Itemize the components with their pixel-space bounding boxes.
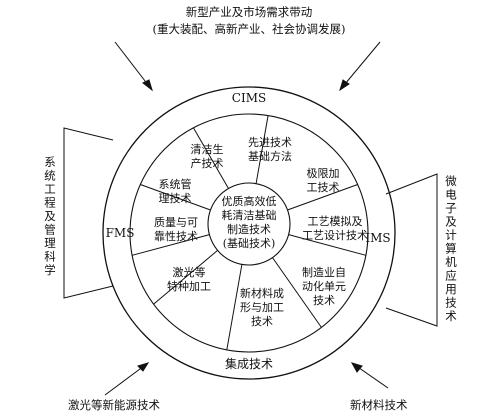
center-line-2: 耗清洁基础 (222, 209, 277, 222)
segment-limit-line-2: 工技术 (307, 181, 340, 194)
segment-laser-line-1: 激光等 (173, 265, 206, 279)
segment-automation: 制造业自 动化单元 技术 (302, 265, 346, 307)
segment-divider (226, 264, 243, 350)
segment-automation-line-2: 动化单元 (302, 279, 346, 293)
segment-divider (272, 257, 322, 328)
center-line-3: 制造技术 (227, 222, 271, 236)
segment-divider (131, 234, 210, 256)
segment-system-mgmt: 系统管 理技术 (159, 177, 192, 205)
segment-divider (192, 127, 229, 189)
ring-label-ims: IMS (365, 231, 390, 245)
segment-system-mgmt-line-2: 理技术 (159, 192, 192, 205)
segment-automation-line-1: 制造业自 (302, 265, 346, 279)
center-circle (207, 182, 291, 266)
bottom-left-driver-label: 激光等新能源技术 (68, 398, 160, 412)
bottom-right-driver-label: 新材料技术 (350, 398, 408, 412)
segment-quality-line-1: 质量与可 (154, 216, 198, 229)
ring-label-fms: FMS (106, 226, 135, 240)
segment-clean-line-2: 产技术 (191, 156, 224, 170)
segment-divider (255, 115, 269, 184)
segment-quality: 质量与可 靠性技术 (154, 216, 198, 243)
segment-new-material-line-1: 新材料成 (240, 286, 284, 300)
segment-new-material: 新材料成 形与加工 技术 (240, 286, 284, 328)
segment-new-material-line-3: 技术 (251, 315, 273, 328)
outer-ring-outer (102, 86, 396, 380)
ring-label-cims: CIMS (232, 91, 266, 105)
segment-divider (140, 184, 211, 211)
segment-system-mgmt-line-1: 系统管 (159, 177, 192, 191)
segment-limit-line-1: 极限加 (307, 166, 340, 180)
segment-laser: 激光等 特种加工 (167, 265, 211, 293)
segment-advanced-line-1: 先进技术 (248, 136, 292, 149)
segment-quality-line-2: 靠性技术 (154, 229, 198, 243)
outer-ring-inner (129, 113, 369, 353)
segment-divider (153, 250, 218, 305)
segment-advanced: 先进技术 基础方法 (248, 136, 292, 163)
top-driver-line2: (重大装配、高新产业、社会协调发展) (153, 22, 346, 36)
segment-divider (287, 184, 358, 211)
segment-divider (288, 234, 367, 256)
segment-simulation-line-2: 工艺设计技术 (302, 229, 368, 242)
center-line-1: 优质高效低 (222, 194, 277, 208)
segment-new-material-line-2: 形与加工 (240, 301, 284, 314)
segment-clean-line-1: 清洁生 (191, 142, 224, 156)
segment-advanced-line-2: 基础方法 (248, 149, 292, 163)
center-line-4: (基础技术) (223, 237, 276, 250)
segment-laser-line-2: 特种加工 (167, 279, 211, 293)
right-driver-shape (385, 173, 438, 327)
segment-simulation: 工艺模拟及 工艺设计技术 (302, 214, 368, 242)
left-driver-text: 系统工程及管理科学 (44, 155, 56, 277)
bottom-right-arrow (350, 362, 389, 389)
top-driver-line1: 新型产业及市场需求带动 (186, 5, 313, 19)
left-driver-label: 系统工程及管理科学 (44, 155, 56, 277)
segment-clean: 清洁生 产技术 (191, 142, 224, 170)
left-driver-shape (63, 127, 114, 299)
top-driver-arrow (114, 41, 381, 92)
ring-label-integration: 集成技术 (225, 356, 273, 371)
right-driver-label: 微电子及计算机应用技术 (445, 174, 457, 323)
segment-simulation-line-1: 工艺模拟及 (308, 214, 363, 228)
right-driver-text: 微电子及计算机应用技术 (445, 174, 457, 323)
bottom-left-arrow (104, 362, 150, 396)
segment-limit: 极限加 工技术 (307, 166, 340, 194)
segment-automation-line-3: 技术 (313, 294, 335, 307)
segment-dividers (131, 115, 367, 350)
